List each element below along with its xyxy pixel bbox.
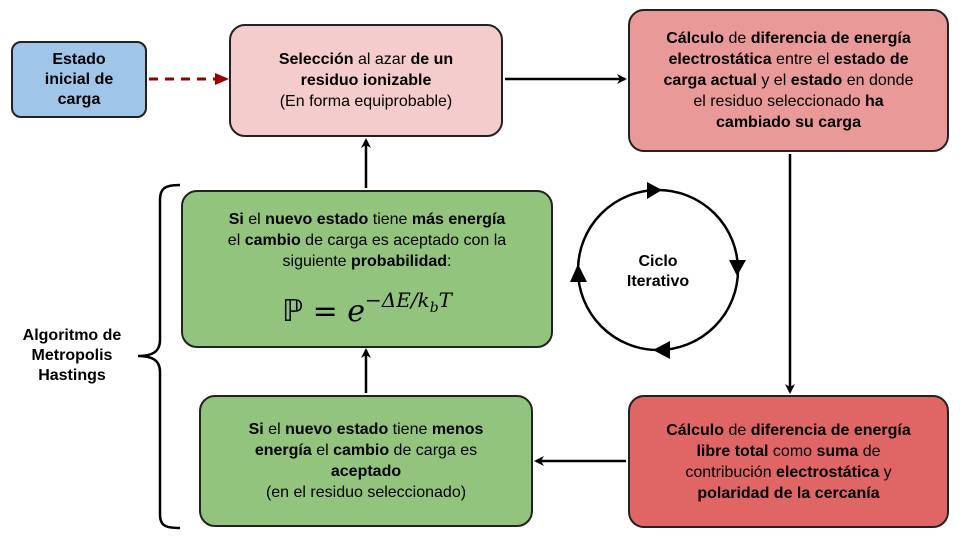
more-l3-end: : [447, 252, 452, 270]
less-l1-mid: el [263, 421, 286, 438]
cycle-arrowhead-top [647, 182, 662, 199]
total-l1-mid: de [724, 421, 751, 439]
more-line1: Si el nuevo estado tiene más energía [229, 209, 506, 230]
initial-state-line3: carga [57, 90, 101, 108]
total-l3-end: y [879, 463, 892, 481]
less-l2-a: energía [254, 442, 312, 459]
electro-l3-end: en donde [842, 72, 914, 89]
total-l1-b: diferencia de energía [750, 421, 911, 439]
less-l1-mid2: tiene [388, 421, 432, 438]
more-l1-a: Si [228, 210, 244, 228]
total-energy-calc-box: Cálculo de diferencia de energía libre t… [628, 395, 949, 528]
probability-formula: ℙ = e−ΔE/kbT [282, 282, 452, 330]
more-l1-mid2: tiene [368, 210, 412, 228]
selection-bold-a: Selección [278, 51, 354, 68]
less-l2-b: cambio [333, 442, 390, 459]
electro-line3: carga actual y el estado en donde [664, 70, 914, 91]
more-l1-c: más energía [411, 210, 506, 228]
initial-state-line1: Estado [52, 50, 106, 68]
cycle-arrowhead-left [570, 264, 587, 282]
less-line4: (en el residuo seleccionado) [265, 484, 467, 501]
cycle-label: Ciclo Iterativo [605, 252, 711, 292]
electro-line1: Cálculo de diferencia de energía [666, 28, 911, 49]
formula-base: e [347, 293, 366, 329]
more-l1-mid: el [243, 210, 266, 228]
more-l2-b: cambio [244, 231, 301, 249]
electro-l3-b: estado [790, 72, 843, 89]
more-l3-b: probabilidad [351, 252, 448, 270]
total-line4: polaridad de la cercanía [697, 484, 880, 502]
cycle-line1: Ciclo [638, 253, 678, 270]
total-l2-a: libre total [696, 442, 769, 460]
total-line2: libre total como suma de [696, 441, 880, 462]
less-line2: energía el cambio de carga es [255, 440, 477, 461]
total-line3: contribución electrostática y [685, 462, 891, 483]
less-l2-end: de carga es [389, 442, 478, 459]
more-l1-b: nuevo estado [265, 210, 369, 228]
cycle-arrowhead-right [729, 260, 746, 276]
cycle-arrowhead-bottom [653, 341, 670, 359]
algorithm-line3: Hastings [38, 367, 106, 384]
total-l3-b: electrostática [776, 463, 880, 481]
total-l2-b: suma [816, 442, 859, 460]
more-line3: siguiente probabilidad: [283, 251, 452, 272]
selection-box: Selección al azar de un residuo ionizabl… [229, 24, 503, 137]
electro-l1-b: diferencia de energía [750, 30, 911, 47]
formula-subscript: b [429, 299, 439, 316]
curly-brace [137, 183, 181, 530]
formula-lhs: ℙ [281, 293, 304, 329]
algorithm-line1: Algoritmo de [22, 327, 122, 344]
total-l1-a: Cálculo [666, 421, 725, 439]
formula-eq: = [303, 293, 348, 329]
total-l2-end: de [858, 442, 881, 460]
initial-state-line2: inicial de [44, 70, 114, 88]
less-line3: aceptado [330, 463, 402, 480]
more-l2-end: de carga es aceptado con la [300, 231, 507, 249]
electro-l3-a: carga actual [663, 72, 757, 89]
electro-l1-mid: de [724, 30, 751, 47]
selection-mid: al azar [353, 51, 411, 68]
electro-l2-mid: entre el [771, 51, 834, 68]
total-line1: Cálculo de diferencia de energía [666, 420, 911, 441]
more-l3-a: siguiente [282, 252, 352, 270]
total-l2-mid: como [768, 442, 817, 460]
selection-bold-b: de un [410, 51, 454, 68]
formula-exponent: −ΔE/kbT [365, 287, 452, 316]
more-energy-box: Si el nuevo estado tiene más energía el … [181, 190, 553, 348]
electro-line5: cambiado su carga [716, 114, 861, 131]
algorithm-line2: Metropolis [31, 347, 113, 364]
less-l1-a: Si [248, 421, 264, 438]
electro-l2-a: electrostática [668, 51, 772, 68]
electro-l4-a: el residuo seleccionado [693, 93, 865, 110]
less-energy-box: Si el nuevo estado tiene menos energía e… [199, 395, 533, 527]
electrostatic-calc-box: Cálculo de diferencia de energía electro… [628, 9, 949, 152]
algorithm-label: Algoritmo de Metropolis Hastings [4, 326, 140, 386]
selection-line1: Selección al azar de un [279, 49, 453, 70]
more-l2-a: el [227, 231, 245, 249]
less-l2-mid: el [311, 442, 334, 459]
less-line1: Si el nuevo estado tiene menos [249, 419, 484, 440]
electro-l2-b: estado de [833, 51, 909, 68]
less-l1-b: nuevo estado [285, 421, 389, 438]
electro-line2: electrostática entre el estado de [668, 49, 908, 70]
total-l3-a: contribución [685, 463, 777, 481]
less-l1-c: menos [431, 421, 484, 438]
electro-l1-a: Cálculo [666, 30, 725, 47]
more-line2: el cambio de carga es aceptado con la [228, 230, 506, 251]
initial-state-box: Estado inicial de carga [11, 41, 147, 118]
electro-l4-b: ha [865, 93, 884, 110]
cycle-line2: Iterativo [626, 273, 690, 290]
selection-line2: residuo ionizable [300, 72, 432, 89]
electro-l3-mid: y el [756, 72, 791, 89]
selection-line3: (En forma equiprobable) [279, 93, 453, 110]
electro-line4: el residuo seleccionado ha [693, 91, 883, 112]
